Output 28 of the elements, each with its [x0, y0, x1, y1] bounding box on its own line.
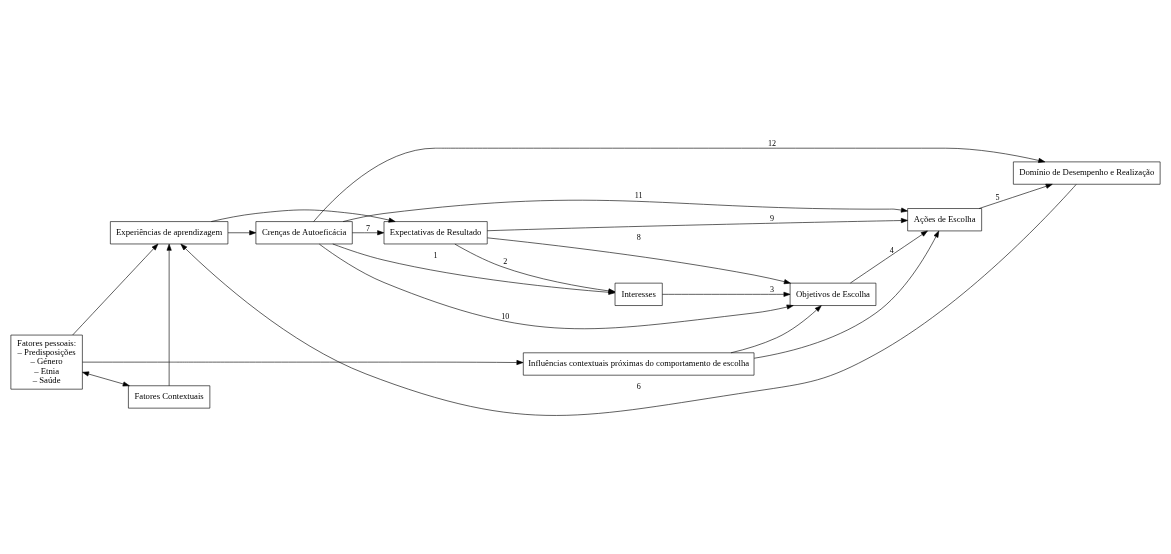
arrow: [486, 217, 908, 231]
arrow: [319, 243, 794, 329]
arrow: [180, 183, 1077, 416]
arrow: [352, 229, 385, 235]
arrow: [227, 229, 257, 235]
arrow: [82, 359, 524, 365]
arrow: [850, 230, 928, 283]
arrow: [82, 371, 130, 386]
arrow: [166, 243, 172, 386]
node-box: Domínio de Desempenho e Realização: [1013, 161, 1161, 185]
arrow: [210, 209, 396, 223]
arrow: [662, 291, 791, 297]
arrow: [342, 199, 908, 222]
node-box: Experiências de aprendizagem: [110, 220, 229, 244]
arrow: [753, 230, 940, 359]
node-box: Fatores Contextuais: [128, 384, 211, 408]
node-box: Interesses: [614, 282, 663, 306]
arrow: [72, 243, 159, 335]
node-box: Ações de Escolha: [907, 207, 982, 231]
node-box: Objetivos de Escolha: [789, 282, 877, 306]
node-box: Fatores pessoais: – Predisposições – Género – Etnia – Saúde: [10, 334, 83, 389]
arrow: [313, 147, 1046, 222]
node-box: Expectativas de Resultado: [383, 220, 488, 244]
node-box: Crenças de Autoeficácia: [255, 220, 353, 244]
arrow: [487, 237, 791, 284]
arrow: [978, 183, 1053, 209]
arrow: [730, 304, 822, 353]
node-box: Influências contextuais próximas do comportamento de escolha: [523, 352, 755, 375]
